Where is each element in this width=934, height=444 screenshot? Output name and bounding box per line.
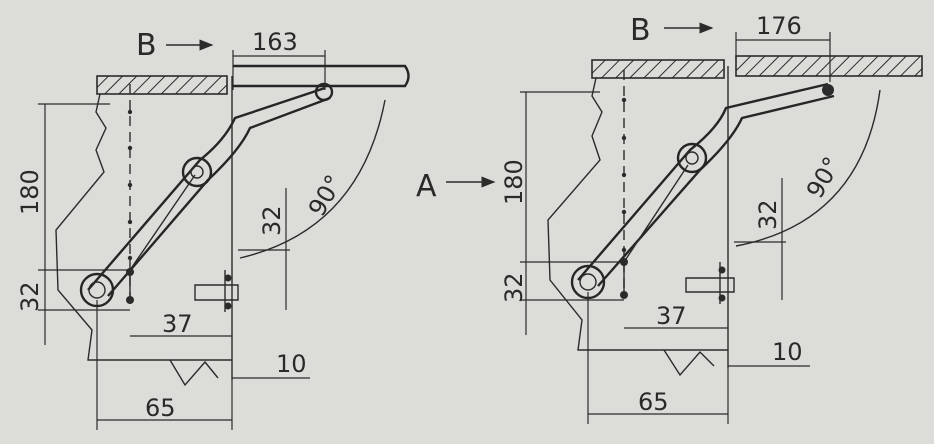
- right-angle-90: 90°: [801, 152, 847, 203]
- right-mid-pivot: [676, 142, 708, 174]
- right-flap-door: [735, 55, 923, 77]
- right-secondary-link: [623, 164, 689, 295]
- right-marker-b: B: [630, 13, 651, 48]
- right-mid-pivot-inner: [685, 151, 699, 165]
- right-break-line: [663, 349, 715, 377]
- left-mid-pivot: [181, 156, 213, 188]
- left-link-pivot-upper: [126, 268, 134, 276]
- left-main-arm-inner: [107, 96, 331, 297]
- left-base-pivot-inner: [88, 281, 106, 299]
- right-hinge-view: A B 176 180 32 32 37 10 65: [416, 12, 923, 424]
- left-link-pivot-lower: [126, 296, 134, 304]
- left-flap-door: [233, 64, 410, 88]
- left-main-arm: [87, 86, 326, 291]
- left-dim-37: 37: [162, 310, 193, 338]
- right-centre-dots: [621, 97, 627, 253]
- right-cabinet-side: [547, 77, 728, 351]
- right-dim-10: 10: [772, 338, 803, 366]
- left-dim-65: 65: [145, 394, 176, 422]
- left-bracket: [194, 284, 239, 301]
- left-marker-b: B: [136, 28, 157, 63]
- left-centre-dots: [127, 109, 133, 261]
- left-dim-163: 163: [252, 28, 298, 56]
- right-dim-176: 176: [756, 12, 802, 40]
- right-main-arm: [577, 82, 829, 281]
- right-dim-65: 65: [638, 388, 669, 416]
- left-top-pivot: [314, 82, 334, 102]
- right-dim-32-base: 32: [500, 272, 528, 303]
- left-dim-32-base: 32: [16, 281, 44, 312]
- right-cabinet-top: [591, 59, 725, 79]
- left-hinge-view: B 163 180 32 32 37 10 65 90°: [16, 28, 410, 430]
- right-dim-32-offset: 32: [754, 199, 782, 230]
- left-dim-180: 180: [16, 169, 44, 215]
- right-link-pivot-lower: [620, 291, 628, 299]
- left-secondary-link: [129, 174, 196, 300]
- left-break-line: [169, 359, 219, 387]
- left-dim-32-offset: 32: [258, 205, 286, 236]
- left-dim-10: 10: [276, 350, 307, 378]
- right-base-pivot-inner: [579, 273, 597, 291]
- left-mid-pivot-inner: [190, 165, 204, 179]
- left-cabinet-top: [96, 75, 228, 95]
- right-bracket: [685, 277, 735, 293]
- right-swing-arc: [735, 89, 881, 247]
- right-top-pivot: [822, 84, 834, 96]
- right-dim-180: 180: [500, 159, 528, 205]
- left-cabinet-side: [55, 93, 232, 361]
- right-marker-a: A: [416, 169, 437, 204]
- left-angle-90: 90°: [303, 170, 349, 221]
- right-dim-37: 37: [656, 302, 687, 330]
